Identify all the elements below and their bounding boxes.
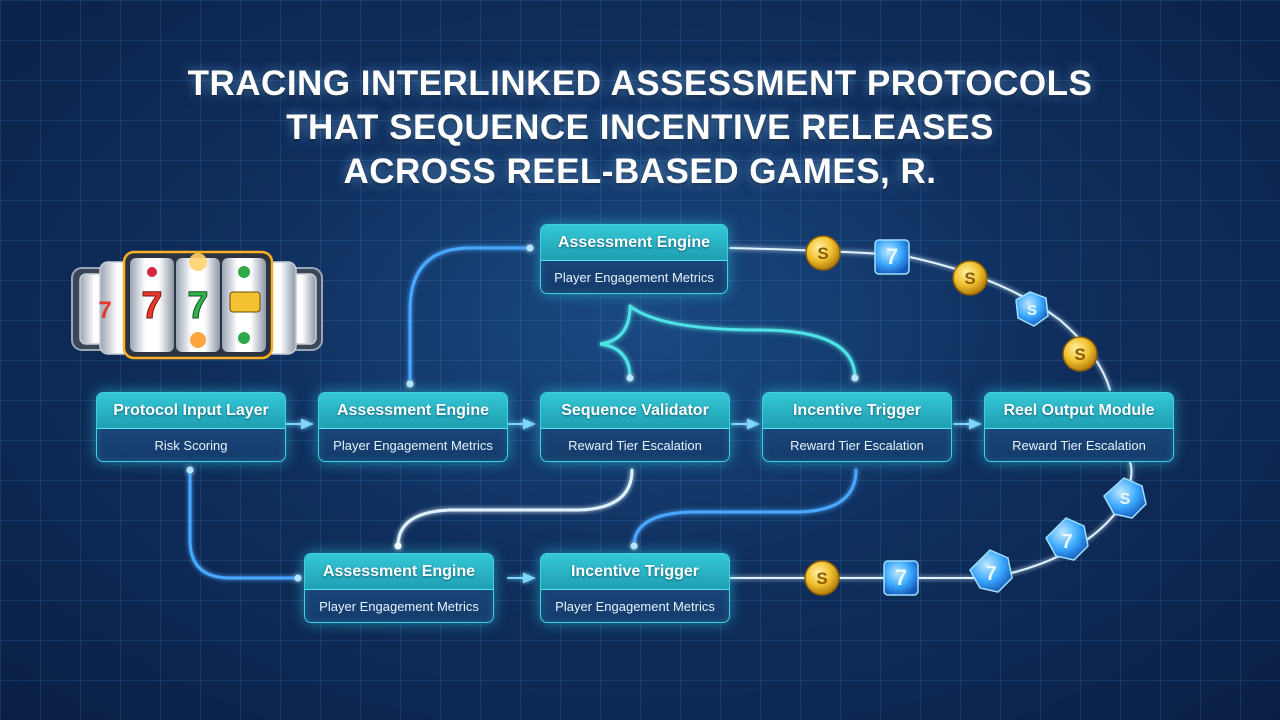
title-line-1: TRACING INTERLINKED ASSESSMENT PROTOCOLS bbox=[187, 64, 1093, 103]
node-assessment-engine[interactable]: Assessment Engine Player Engagement Metr… bbox=[318, 392, 508, 462]
title-line-3: ACROSS REEL-BASED GAMES, R. bbox=[343, 152, 937, 191]
node-subtitle: Player Engagement Metrics bbox=[554, 270, 714, 285]
node-subtitle: Reward Tier Escalation bbox=[568, 438, 702, 453]
node-title: Incentive Trigger bbox=[541, 554, 729, 590]
coin-icon: S bbox=[804, 560, 840, 596]
svg-text:7: 7 bbox=[886, 244, 898, 269]
node-reel-output-module[interactable]: Reel Output Module Reward Tier Escalatio… bbox=[984, 392, 1174, 462]
token-chain-top bbox=[729, 247, 1111, 391]
svg-text:7: 7 bbox=[1061, 531, 1072, 553]
node-incentive-trigger[interactable]: Incentive Trigger Reward Tier Escalation bbox=[762, 392, 952, 462]
node-assessment-engine-bottom[interactable]: Assessment Engine Player Engagement Metr… bbox=[304, 553, 494, 623]
node-title: Reel Output Module bbox=[985, 393, 1173, 429]
coin-icon: S bbox=[1062, 336, 1098, 372]
svg-text:S: S bbox=[964, 269, 975, 288]
title-line-2: THAT SEQUENCE INCENTIVE RELEASES bbox=[286, 108, 994, 147]
node-subtitle: Reward Tier Escalation bbox=[790, 438, 924, 453]
wire-n1-b1 bbox=[188, 468, 300, 580]
svg-text:S: S bbox=[1027, 302, 1037, 319]
svg-text:7: 7 bbox=[985, 563, 996, 585]
seven-gem-icon: 7 bbox=[883, 560, 919, 596]
seven-gem-icon: 7 bbox=[1045, 517, 1089, 561]
page-title: TRACING INTERLINKED ASSESSMENT PROTOCOLS… bbox=[140, 62, 1140, 194]
gem-icon: S bbox=[1015, 291, 1049, 327]
seven-gem-icon: 7 bbox=[874, 239, 910, 275]
node-subtitle: Reward Tier Escalation bbox=[1012, 438, 1146, 453]
coin-icon: S bbox=[805, 235, 841, 271]
node-incentive-trigger-bottom[interactable]: Incentive Trigger Player Engagement Metr… bbox=[540, 553, 730, 623]
wire-n3-b1 bbox=[396, 468, 634, 548]
token-chain-bottom bbox=[729, 461, 1133, 579]
seven-gem-icon: 7 bbox=[969, 549, 1013, 593]
node-title: Assessment Engine bbox=[541, 225, 727, 261]
node-title: Incentive Trigger bbox=[763, 393, 951, 429]
svg-text:7: 7 bbox=[98, 297, 111, 324]
node-title: Assessment Engine bbox=[305, 554, 493, 590]
node-title: Protocol Input Layer bbox=[97, 393, 285, 429]
svg-text:S: S bbox=[816, 569, 827, 588]
node-sequence-validator[interactable]: Sequence Validator Reward Tier Escalatio… bbox=[540, 392, 730, 462]
node-title: Sequence Validator bbox=[541, 393, 729, 429]
node-subtitle: Player Engagement Metrics bbox=[555, 599, 715, 614]
gem-icon: S bbox=[1103, 477, 1147, 519]
svg-text:S: S bbox=[1074, 345, 1085, 364]
coin-icon: S bbox=[952, 260, 988, 296]
node-subtitle: Player Engagement Metrics bbox=[333, 438, 493, 453]
node-subtitle: Risk Scoring bbox=[154, 438, 228, 453]
slot-machine-icon: 7 7 7 bbox=[71, 250, 323, 360]
node-title: Assessment Engine bbox=[319, 393, 507, 429]
wire-top-n4 bbox=[628, 304, 857, 380]
svg-text:7: 7 bbox=[187, 285, 208, 327]
wire-top-n3 bbox=[599, 304, 632, 380]
node-assessment-engine-top[interactable]: Assessment Engine Player Engagement Metr… bbox=[540, 224, 728, 294]
node-protocol-input-layer[interactable]: Protocol Input Layer Risk Scoring bbox=[96, 392, 286, 462]
svg-text:7: 7 bbox=[895, 565, 907, 590]
svg-text:S: S bbox=[817, 244, 828, 263]
node-subtitle: Player Engagement Metrics bbox=[319, 599, 479, 614]
wire-top-n2 bbox=[408, 246, 532, 386]
wire-n4-b2 bbox=[632, 468, 858, 548]
svg-text:7: 7 bbox=[141, 285, 162, 327]
svg-text:S: S bbox=[1120, 491, 1131, 508]
